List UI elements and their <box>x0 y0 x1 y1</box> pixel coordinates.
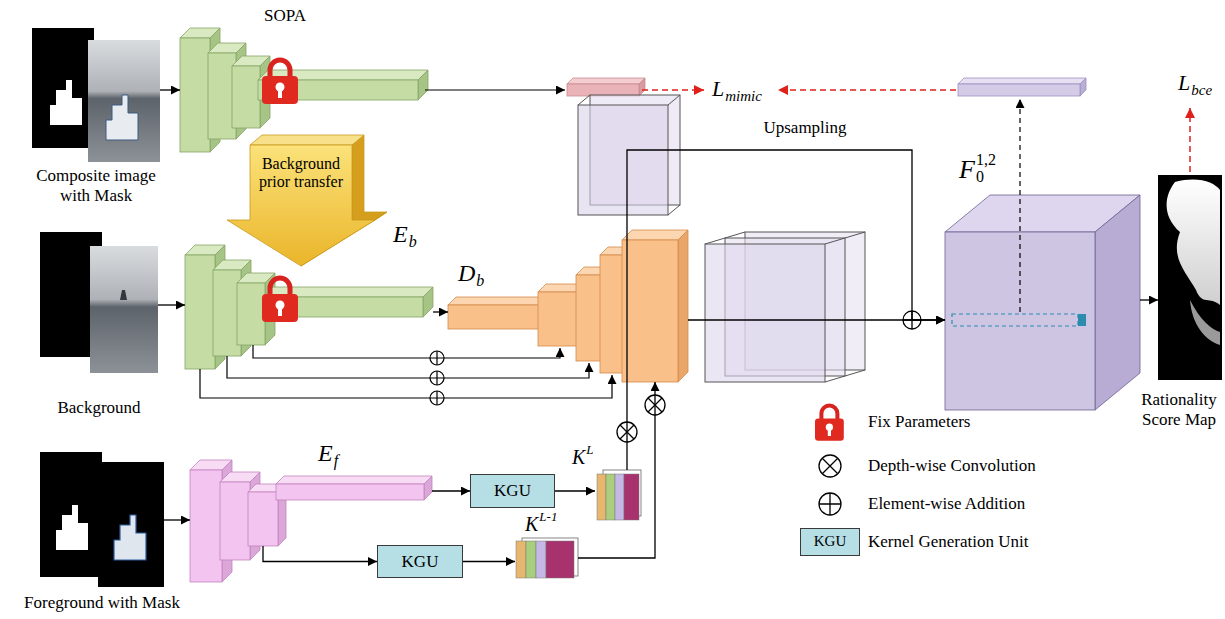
legend-entry: Element-wise Addition <box>868 494 1025 514</box>
node-text: Rationality Score Map <box>1141 390 1217 429</box>
legend-kgu-box: KGU <box>800 528 860 556</box>
node-text: 0 <box>976 168 984 185</box>
node-text: b <box>409 233 417 250</box>
text-holder: Rationality Score Map <box>1135 390 1223 429</box>
node-text: K <box>572 446 585 468</box>
legend-entry: Depth-wise Convolution <box>868 456 1036 476</box>
legend-entry: Fix Parameters <box>868 412 970 432</box>
legend-text: Fix Parameters <box>868 412 970 431</box>
input-image: Composite image with Mask <box>32 28 160 162</box>
connector-arrow <box>263 546 377 562</box>
node-text: Background <box>57 398 140 417</box>
text-holder: SOPA <box>264 6 306 26</box>
node-text: 1,2 <box>976 151 996 168</box>
connector-arrow <box>1140 299 1158 300</box>
node-text: D <box>458 260 475 286</box>
kgu-box: KGU <box>470 474 555 508</box>
node-text: E <box>393 221 408 247</box>
text-holder: f <box>334 452 338 470</box>
label-text: mimic <box>725 88 762 104</box>
connector-arrow <box>433 311 448 312</box>
text-holder: L <box>586 443 593 458</box>
connector-arrow <box>158 304 185 305</box>
loss-symbol: L <box>1178 70 1190 95</box>
legend-entry: Kernel Generation Unit <box>868 532 1029 552</box>
kernel-stack: KL <box>595 470 642 520</box>
legend-text: Element-wise Addition <box>868 494 1025 513</box>
node-text: Foreground with Mask <box>24 593 180 612</box>
node-text: Composite image with Mask <box>36 166 155 205</box>
text-holder: b <box>476 272 484 290</box>
text-holder: E <box>393 221 408 249</box>
score-map: Rationality Score Map <box>1158 175 1222 380</box>
feature-cube: F01,2 <box>945 195 1140 410</box>
node-text: E <box>318 440 333 466</box>
connector-arrow <box>578 382 655 558</box>
text-holder: KGU <box>378 546 462 577</box>
edge-label-text: Upsampling <box>763 118 846 137</box>
connector-arrow <box>688 319 945 320</box>
text-holder: Background <box>35 398 163 418</box>
label-text: KGU <box>814 533 847 550</box>
connector-arrow <box>160 89 180 90</box>
text-holder: 0 <box>976 168 984 186</box>
node-text: F <box>959 155 975 184</box>
label-text: L <box>712 76 724 101</box>
connector-arrow <box>555 490 595 491</box>
node-text: K <box>525 513 538 535</box>
input-image: Foreground with Mask <box>40 452 164 587</box>
node-text: SOPA <box>264 6 306 25</box>
encoder-block: SOPA <box>180 28 428 152</box>
node-text: Background prior transfer <box>259 155 343 190</box>
text-holder: K <box>525 513 538 536</box>
node-text: L <box>586 442 593 457</box>
kgu-box: KGU <box>377 545 463 578</box>
legend-text: Kernel Generation Unit <box>868 532 1029 551</box>
text-holder: L-1 <box>539 510 557 525</box>
node-text: f <box>334 452 338 469</box>
node-text: KGU <box>402 552 439 572</box>
text-holder: D <box>458 260 475 288</box>
text-holder: 1,2 <box>976 151 996 169</box>
text-holder: F <box>959 155 975 185</box>
text-holder: Background prior transfer <box>254 155 348 192</box>
legend-text: Depth-wise Convolution <box>868 456 1036 475</box>
encoder-block: Eb <box>185 245 433 369</box>
edge-label: Upsampling <box>761 118 848 138</box>
connector-arrow <box>463 561 515 562</box>
text-holder: E <box>318 440 333 468</box>
label-text: L <box>1178 70 1190 95</box>
loss-symbol: L <box>712 76 724 101</box>
transfer-arrow: Background prior transfer <box>250 145 352 220</box>
text-holder: KGU <box>471 475 554 507</box>
text-holder: K <box>572 446 585 469</box>
node-text: L-1 <box>539 509 557 524</box>
decoder-block: Db <box>448 230 688 382</box>
node-text: KGU <box>494 481 531 501</box>
loss-subscript: mimic <box>725 88 762 105</box>
connector-arrow <box>432 490 470 491</box>
connector-arrow <box>164 519 190 520</box>
loss-subscript: bce <box>1191 82 1212 99</box>
input-image: Background <box>40 232 158 373</box>
node-text: b <box>476 272 484 289</box>
label-text: bce <box>1191 82 1212 98</box>
text-holder: Composite image with Mask <box>33 166 159 205</box>
kernel-stack: KL-1 <box>515 538 578 578</box>
text-holder: b <box>409 233 417 251</box>
text-holder: Foreground with Mask <box>12 593 192 613</box>
